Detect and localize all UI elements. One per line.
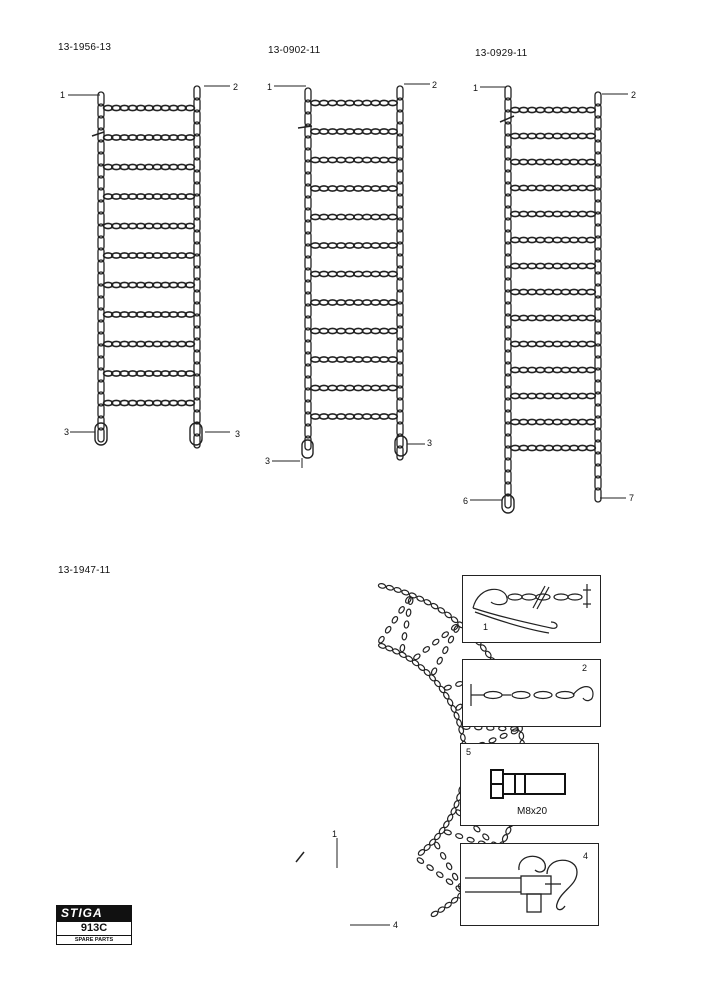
- callout-3-ladder1-right: 3: [235, 429, 241, 439]
- logo-subtitle: SPARE PARTS: [56, 936, 132, 945]
- callout-4-arc: 4: [393, 920, 399, 930]
- detail-box-clamp: 4: [460, 843, 599, 926]
- detail-box-chain-hook: 2: [462, 659, 601, 727]
- callout-2-ladder3: 2: [631, 90, 637, 100]
- detail-1-number: 1: [483, 622, 489, 632]
- bolt-drawing: [490, 769, 566, 799]
- callout-2-ladder2: 2: [432, 80, 438, 90]
- detail-box-hook: 1: [462, 575, 601, 643]
- callout-2-ladder1: 2: [233, 82, 239, 92]
- part-number-4: 13-1947-11: [58, 565, 111, 576]
- detail-3-number: 5: [466, 747, 472, 757]
- callout-1-ladder1: 1: [60, 90, 66, 100]
- chain-hook-detail-drawing: [470, 684, 594, 706]
- logo-brand: STIGA: [56, 905, 132, 922]
- callout-3-ladder1-left: 3: [64, 427, 70, 437]
- logo-model: 913C: [56, 922, 132, 936]
- part-number-3: 13-0929-11: [475, 48, 528, 59]
- detail-2-number: 2: [582, 663, 588, 673]
- callout-1-arc: 1: [332, 829, 338, 839]
- clamp-detail-drawing: [465, 855, 578, 913]
- part-number-2: 13-0902-11: [268, 45, 321, 56]
- callout-6-ladder3: 6: [463, 496, 469, 506]
- callout-1-ladder2: 1: [267, 82, 273, 92]
- detail-box-bolt: 5 M8x20: [460, 743, 599, 826]
- bolt-size-label: M8x20: [517, 806, 548, 817]
- stiga-logo: STIGA 913C SPARE PARTS: [56, 905, 132, 945]
- hook-detail-drawing: [472, 584, 591, 634]
- callout-7-ladder3: 7: [629, 493, 635, 503]
- part-number-1: 13-1956-13: [58, 42, 112, 53]
- callout-1-ladder3: 1: [473, 83, 479, 93]
- callout-3-ladder2-right: 3: [427, 438, 433, 448]
- detail-4-number: 4: [583, 851, 589, 861]
- callout-3-ladder2-left: 3: [265, 456, 271, 466]
